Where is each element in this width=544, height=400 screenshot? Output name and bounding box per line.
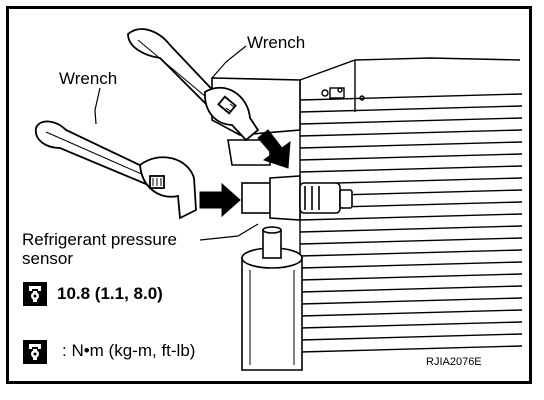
reference-code: RJIA2076E: [426, 356, 482, 368]
leader-wrench-top: [211, 45, 247, 79]
wrench-top: [127, 28, 260, 142]
condenser-fin: [299, 117, 523, 125]
condenser-fin: [299, 105, 523, 113]
condenser-fin: [299, 237, 523, 245]
arrow-down-icon: [257, 129, 291, 169]
condenser-fin: [299, 129, 523, 137]
wrench-left: [34, 120, 197, 220]
leader-wrench-left: [94, 87, 101, 125]
wrench-top-label: Wrench: [247, 33, 306, 52]
sensor-label-line2: sensor: [22, 249, 74, 268]
condenser-fin: [299, 261, 523, 269]
unit-legend: : N•m (kg-m, ft-lb): [62, 341, 196, 360]
condenser-fin: [299, 321, 523, 329]
condenser-fin: [299, 165, 523, 173]
torque-value: 10.8 (1.1, 8.0): [57, 284, 163, 303]
leader-lines: [94, 45, 259, 241]
wrench-left-label: Wrench: [59, 69, 118, 88]
condenser-fin: [299, 297, 523, 305]
condenser-fin: [299, 93, 523, 101]
condenser-fin: [299, 309, 523, 317]
condenser-fin: [299, 213, 523, 221]
condenser-fin: [299, 273, 523, 281]
tightening-torque-legend-icon: [23, 340, 47, 364]
sensor-label-line1: Refrigerant pressure: [22, 230, 177, 249]
condenser-fin: [299, 153, 523, 161]
condenser-fin: [299, 141, 523, 149]
condenser-fin: [299, 285, 523, 293]
sensor-label: Refrigerant pressure sensor: [22, 230, 177, 268]
diagram-frame: [6, 6, 532, 384]
pressure-sensor: [241, 175, 353, 221]
condenser-fin: [299, 345, 523, 353]
condenser-fin: [299, 249, 523, 257]
condenser-fin: [299, 225, 523, 233]
leader-sensor: [199, 223, 259, 241]
direction-arrows: [199, 129, 291, 218]
tightening-torque-icon: [23, 282, 47, 306]
condenser-fin: [299, 333, 523, 341]
receiver-dryer: [241, 226, 303, 371]
arrow-right-icon: [199, 182, 241, 218]
